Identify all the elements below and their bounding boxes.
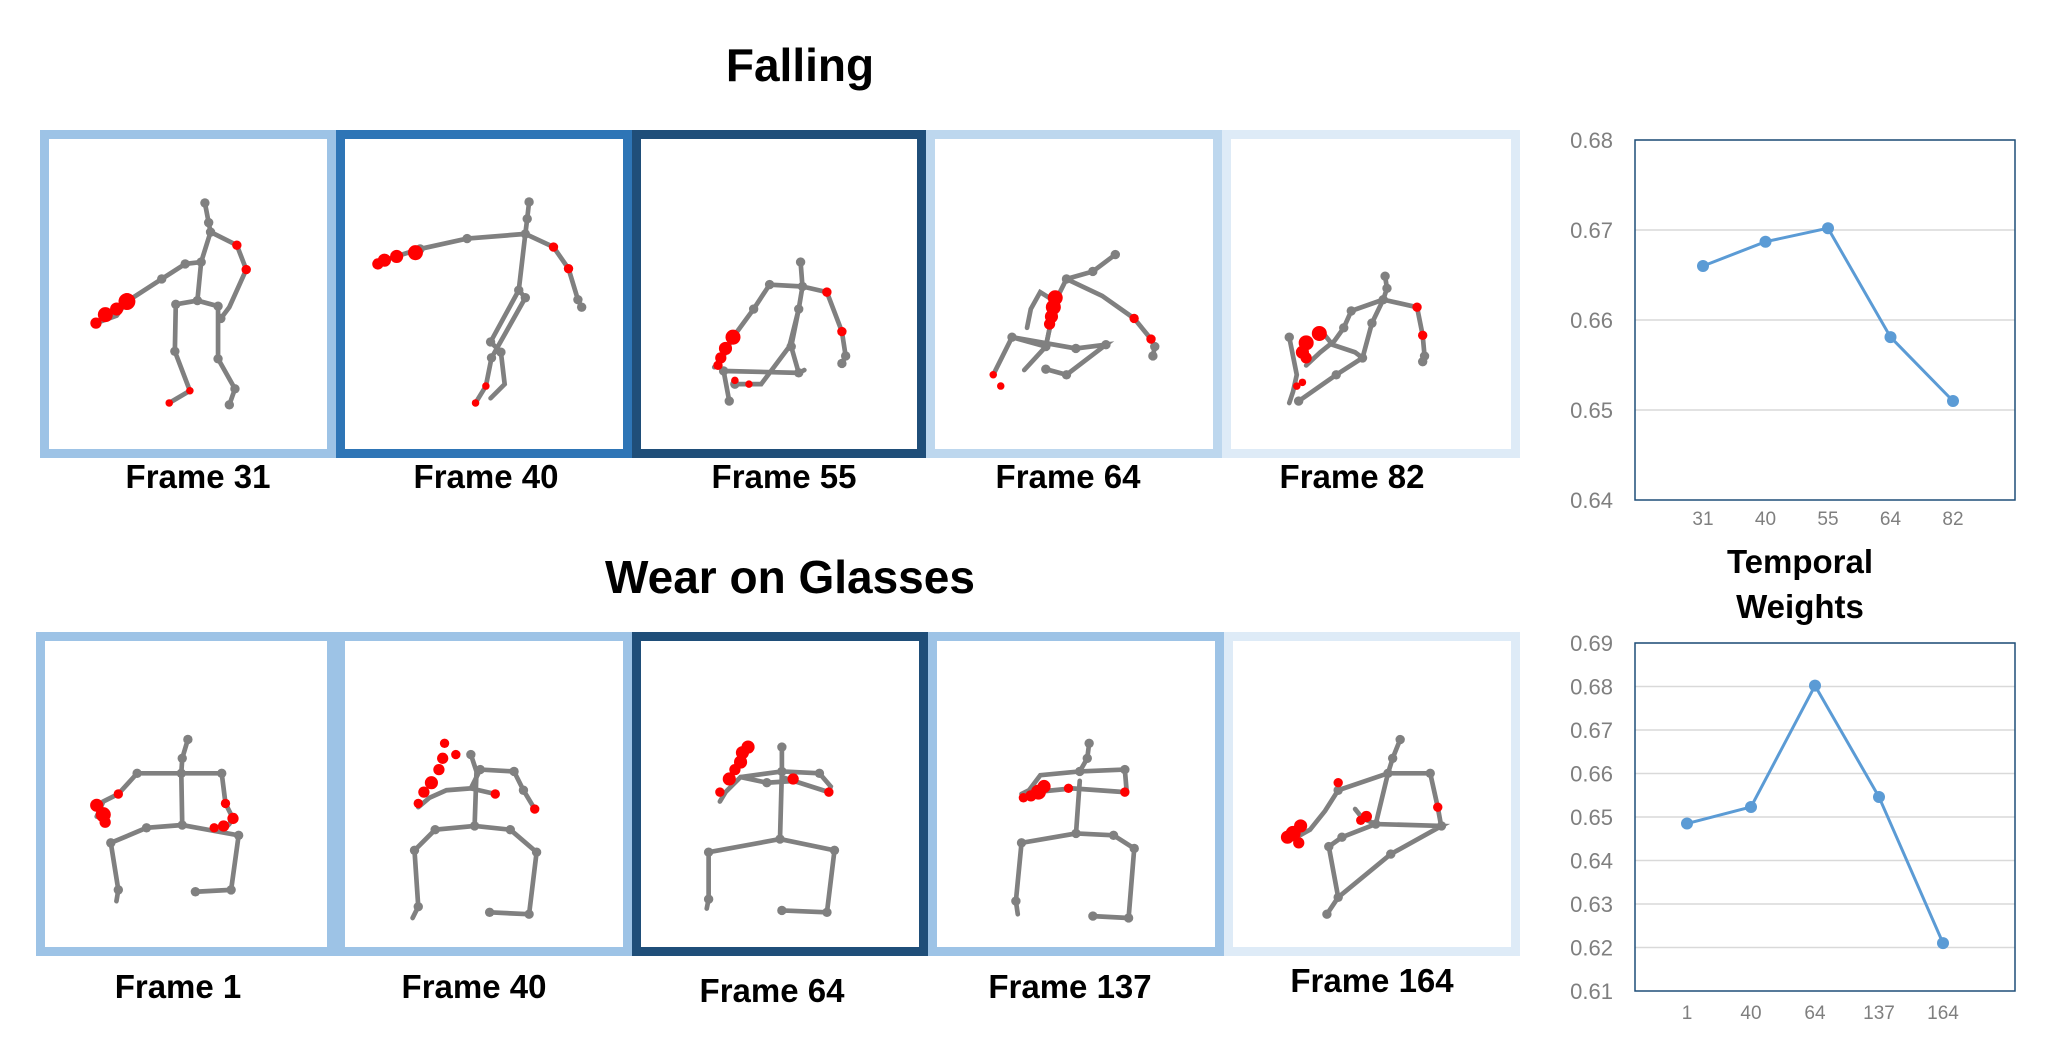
y-tick-label: 0.66: [1570, 762, 1613, 787]
y-tick-label: 0.68: [1570, 128, 1613, 153]
frame-label: Frame 82: [1279, 458, 1425, 495]
data-point: [1884, 331, 1897, 344]
x-tick-label: 40: [1740, 1003, 1761, 1024]
temporal-weights-chart-falling: 0.64 0.65 0.66 0.67 0.68 31 40 55 64 82: [1540, 120, 2020, 530]
x-tick-label: 55: [1817, 509, 1838, 530]
frame-label: Frame 40: [401, 968, 547, 1005]
data-point: [1822, 222, 1834, 235]
data-point: [1937, 937, 1949, 950]
y-tick-label: 0.64: [1570, 849, 1613, 874]
plot-frame: [1634, 139, 2016, 501]
skeleton-figure: [90, 734, 244, 904]
data-point: [1745, 800, 1757, 813]
x-tick-label: 1: [1682, 1003, 1693, 1024]
skeleton-figure: [703, 740, 840, 918]
series-line: [1702, 226, 1955, 403]
y-tick-label: 0.64: [1570, 488, 1613, 513]
y-tick-label: 0.62: [1570, 936, 1613, 961]
frame-label: Frame 64: [995, 458, 1141, 495]
row-title-wear-on-glasses: Wear on Glasses: [605, 551, 975, 603]
skeleton-figure: [1284, 271, 1430, 406]
skeleton-frame-glasses-164: [1224, 632, 1520, 956]
row-title-falling: Falling: [725, 39, 875, 91]
frame-label: Frame 164: [1290, 962, 1454, 999]
data-point: [1697, 260, 1709, 272]
data-point: [1681, 817, 1693, 830]
y-tick-label: 0.65: [1570, 805, 1613, 830]
y-tick-label: 0.65: [1570, 398, 1613, 423]
y-tick-label: 0.69: [1570, 631, 1613, 656]
data-point: [1809, 679, 1821, 692]
skeleton-frame-falling-31: [40, 130, 336, 458]
skeleton-frame-falling-82: [1222, 130, 1520, 458]
y-tick-label: 0.63: [1570, 892, 1613, 917]
caption-line-2: Weights: [1736, 587, 1864, 625]
temporal-weights-caption: Temporal Weights: [1690, 540, 1910, 629]
y-tick-label: 0.68: [1570, 675, 1613, 700]
skeleton-frame-falling-55: [632, 130, 926, 458]
skeleton-figure: [409, 738, 542, 921]
skeleton-figure: [1011, 738, 1139, 923]
x-tick-label: 64: [1804, 1003, 1826, 1024]
skeleton-frame-glasses-64: [632, 632, 928, 956]
skeleton-frame-falling-64: [926, 130, 1222, 458]
y-tick-label: 0.67: [1570, 718, 1613, 743]
skeleton-figure: [1280, 734, 1451, 919]
x-tick-label: 164: [1927, 1003, 1959, 1024]
x-tick-label: 82: [1942, 509, 1963, 530]
plot-frame: [1634, 642, 2016, 992]
caption-line-1: Temporal: [1726, 543, 1874, 580]
skeleton-figure: [90, 198, 251, 410]
skeleton-figure: [372, 197, 587, 407]
data-point: [1873, 790, 1885, 803]
skeleton-figure: [711, 257, 851, 406]
x-tick-label: 40: [1755, 509, 1776, 530]
frame-label: Frame 31: [125, 458, 271, 495]
frame-label: Frame 64: [699, 972, 845, 1009]
y-tick-label: 0.67: [1570, 218, 1613, 243]
x-tick-label: 64: [1880, 509, 1902, 530]
skeleton-frame-glasses-40: [336, 632, 632, 956]
x-tick-label: 31: [1692, 509, 1713, 530]
data-point: [1759, 235, 1772, 248]
skeleton-frame-glasses-1: [36, 632, 336, 956]
skeleton-figure: [989, 249, 1160, 390]
temporal-weights-chart-glasses: 0.61 0.62 0.63 0.64 0.65 0.66 0.67 0.68 0.69 1 40 6…: [1540, 626, 2020, 1041]
line-chart-falling: 0.64 0.65 0.66 0.67 0.68 31 40 55 64 82: [1570, 128, 2016, 530]
frame-label: Frame 55: [711, 458, 857, 495]
y-tick-label: 0.61: [1570, 979, 1613, 1004]
skeleton-frame-falling-40: [336, 130, 632, 458]
x-tick-label: 137: [1863, 1003, 1895, 1024]
frame-label: Frame 1: [114, 968, 242, 1005]
y-tick-label: 0.66: [1570, 308, 1613, 333]
skeleton-frame-glasses-137: [928, 632, 1224, 956]
frame-label: Frame 137: [988, 968, 1152, 1005]
line-chart-glasses: 0.61 0.62 0.63 0.64 0.65 0.66 0.67 0.68 0.69 1 40 6…: [1570, 631, 2016, 1024]
frame-label: Frame 40: [413, 458, 559, 495]
data-point: [1947, 395, 1959, 407]
